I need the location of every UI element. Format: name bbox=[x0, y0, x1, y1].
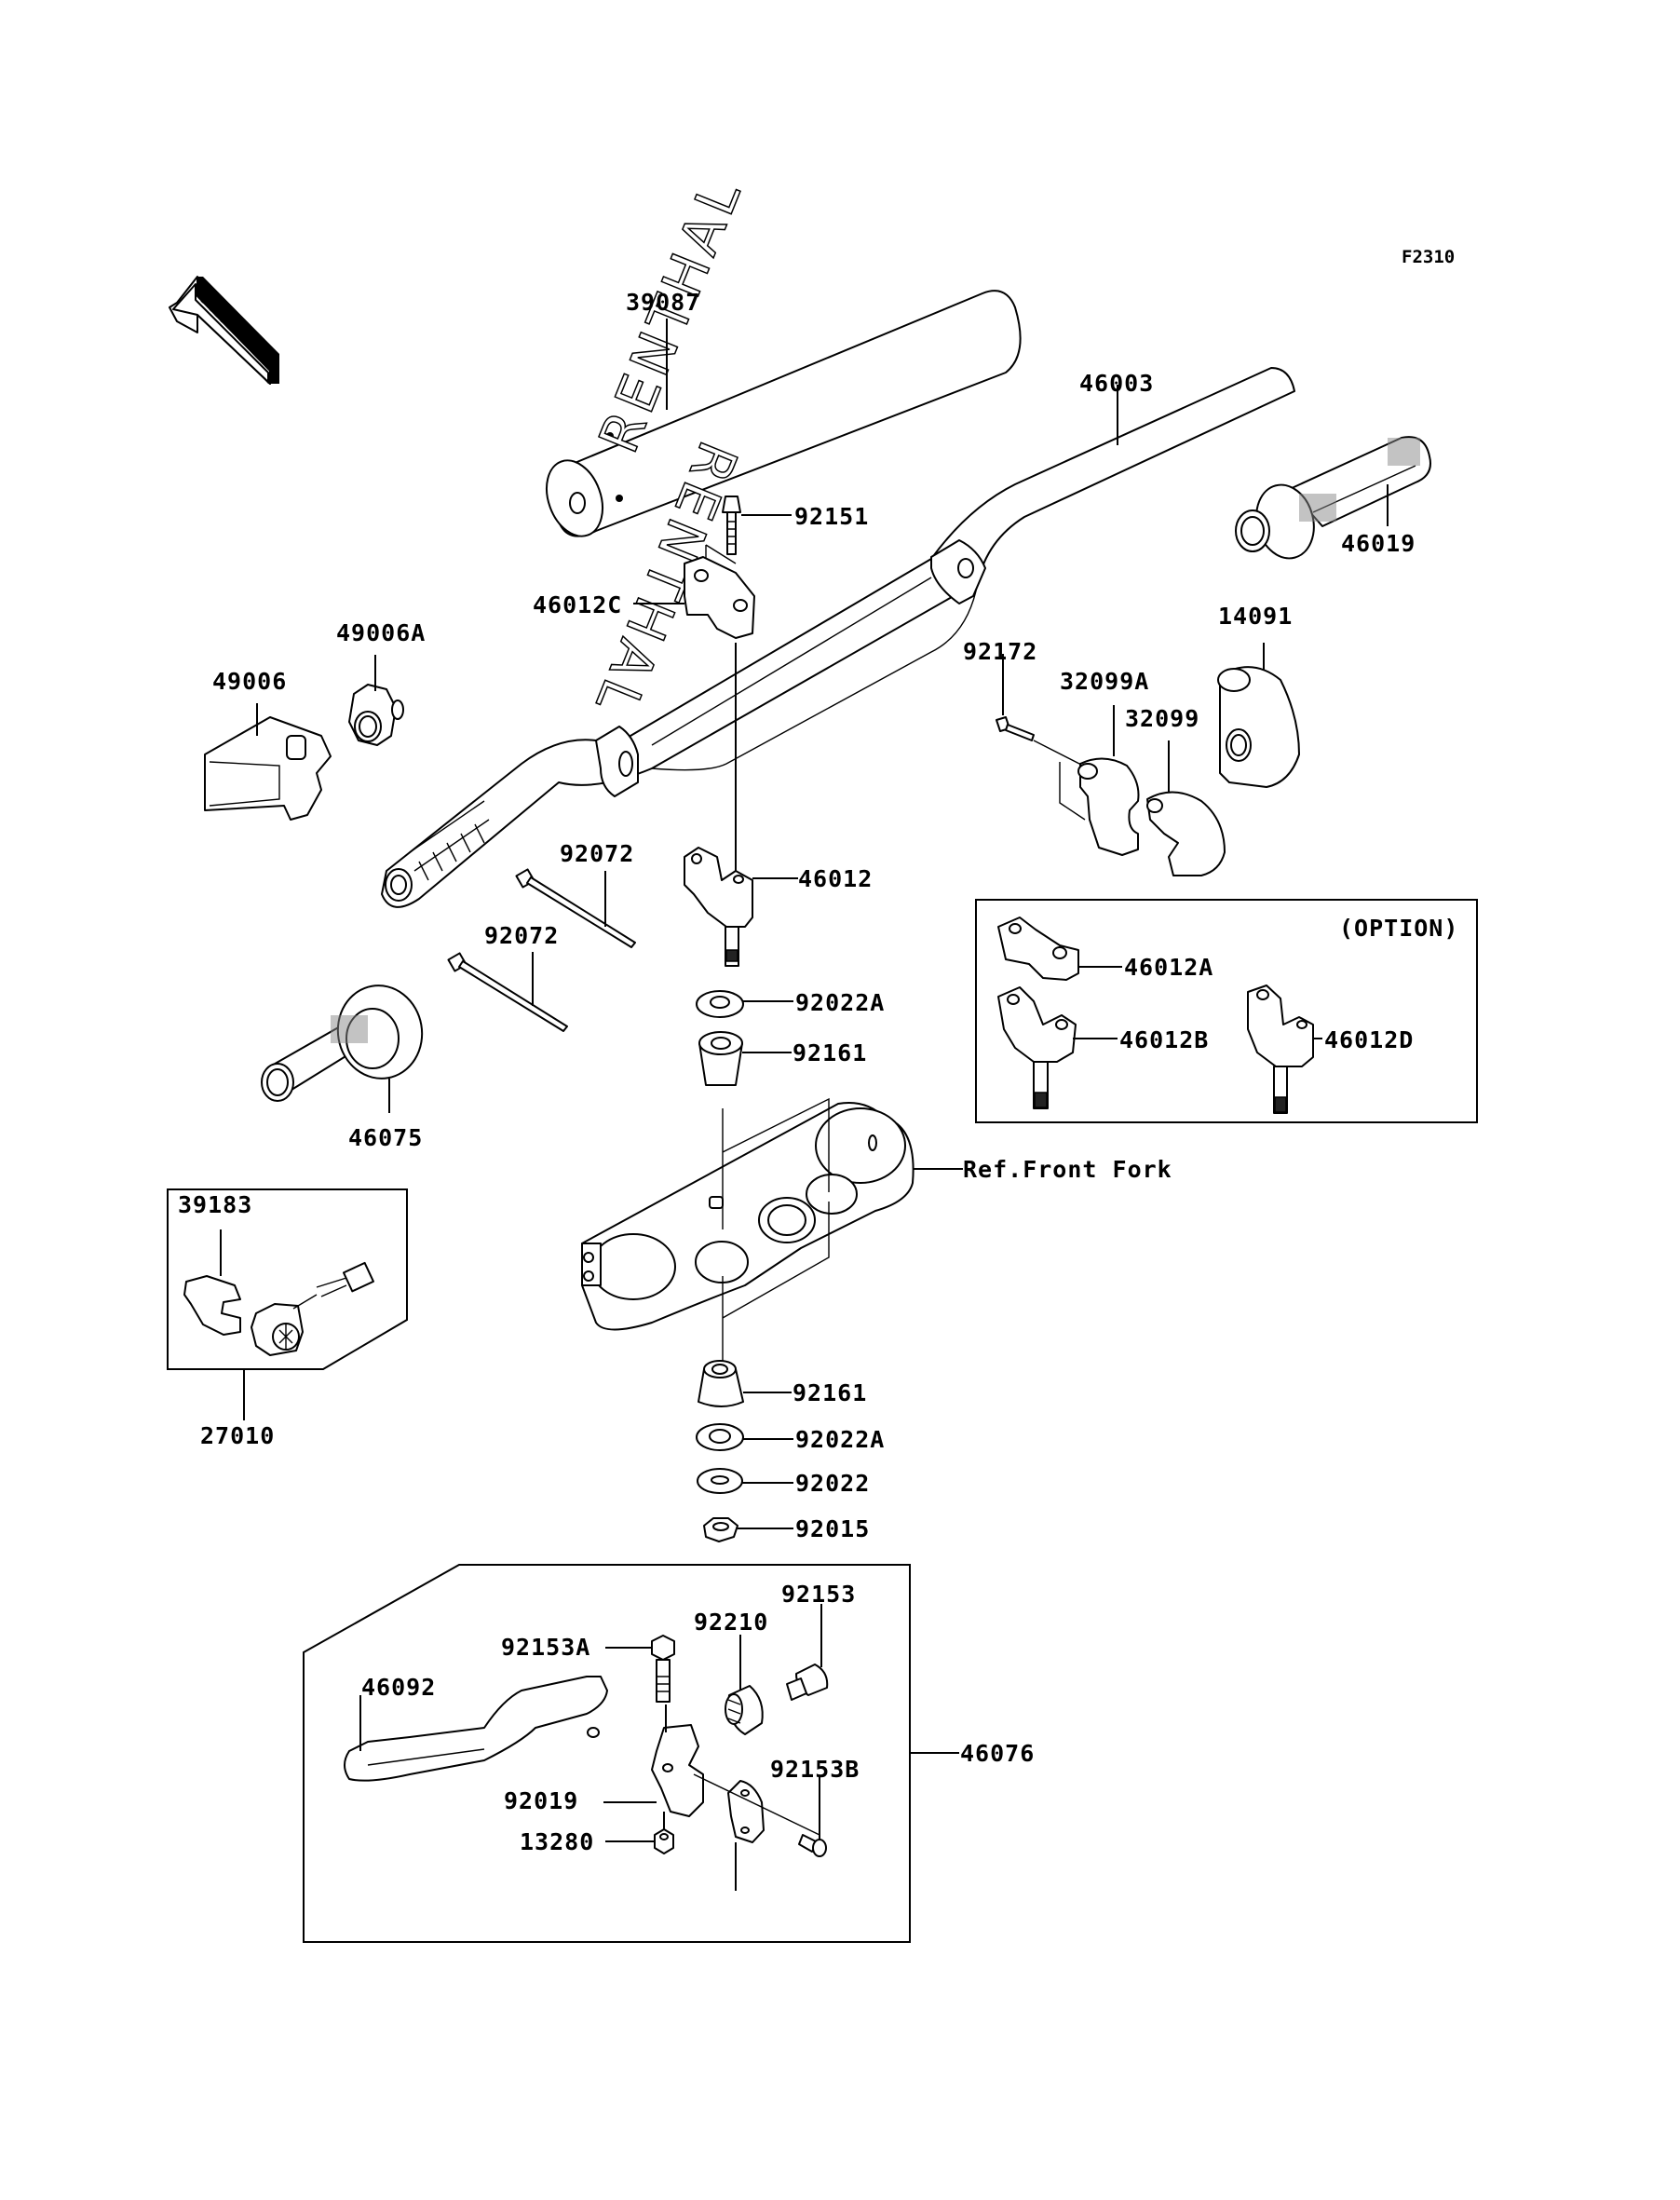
label-92022a-top: 92022A bbox=[795, 989, 885, 1016]
clutch-lever-46092 bbox=[344, 1676, 608, 1782]
washer-92022a-top bbox=[696, 990, 744, 1018]
label-46012d: 46012D bbox=[1324, 1026, 1414, 1053]
bolt-92153 bbox=[786, 1664, 829, 1701]
label-46075: 46075 bbox=[348, 1124, 423, 1151]
label-39183: 39183 bbox=[178, 1191, 252, 1218]
label-46012a: 46012A bbox=[1124, 954, 1213, 981]
bolt-92151 bbox=[722, 496, 741, 555]
label-92151: 92151 bbox=[794, 503, 869, 530]
clamp-46012c bbox=[684, 544, 755, 639]
holder-46012d bbox=[1247, 985, 1314, 1114]
holder-46012 bbox=[684, 847, 753, 967]
label-49006: 49006 bbox=[212, 668, 287, 695]
switch-clamp-39183 bbox=[183, 1275, 241, 1336]
label-46003: 46003 bbox=[1079, 370, 1154, 397]
label-46076: 46076 bbox=[960, 1740, 1035, 1767]
label-92161-top: 92161 bbox=[793, 1039, 867, 1066]
label-14091: 14091 bbox=[1218, 603, 1293, 630]
triple-clamp bbox=[581, 1102, 915, 1331]
label-92015: 92015 bbox=[795, 1515, 870, 1542]
label-32099a: 32099A bbox=[1060, 668, 1149, 695]
option-label: (OPTION) bbox=[1339, 915, 1458, 942]
right-grip bbox=[1235, 436, 1431, 560]
pivot-bolt-92153a bbox=[651, 1635, 675, 1703]
adjuster-49006a bbox=[348, 684, 404, 746]
adjuster-92210 bbox=[725, 1685, 764, 1735]
label-46012: 46012 bbox=[798, 865, 873, 892]
label-27010: 27010 bbox=[200, 1422, 275, 1449]
label-46012c: 46012C bbox=[533, 591, 622, 618]
handlebar-pad: RENTHAL RENTHAL bbox=[546, 166, 1022, 728]
label-13280a: 92019 bbox=[504, 1787, 578, 1814]
label-46012b: 46012B bbox=[1119, 1026, 1209, 1053]
washer-92022a-bottom bbox=[696, 1423, 744, 1451]
label-92161-bottom: 92161 bbox=[793, 1379, 867, 1406]
nut-92015 bbox=[703, 1517, 738, 1542]
label-46092: 46092 bbox=[361, 1674, 436, 1701]
label-92022a-bottom: 92022A bbox=[795, 1426, 885, 1453]
front-arrow-icon: FRONT bbox=[169, 276, 279, 385]
nut-92019 bbox=[654, 1828, 674, 1854]
label-92019: 13280 bbox=[520, 1828, 594, 1855]
label-92072-2: 92072 bbox=[484, 922, 559, 949]
switch-box bbox=[167, 1188, 408, 1370]
label-32099: 32099 bbox=[1125, 705, 1199, 732]
lever-holder-49006 bbox=[204, 716, 332, 821]
holder-46012b bbox=[997, 986, 1077, 1109]
diagram-code: F2310 bbox=[1402, 247, 1455, 267]
option-box bbox=[975, 899, 1478, 1123]
label-92210: 92210 bbox=[694, 1609, 768, 1636]
cable-tie-2 bbox=[447, 952, 568, 1032]
bolt-92153b bbox=[798, 1834, 827, 1857]
throttle-housing-a bbox=[1077, 757, 1140, 856]
label-92153b: 92153B bbox=[770, 1756, 860, 1783]
cable-tie-1 bbox=[515, 868, 636, 948]
lever-holder-13280a bbox=[651, 1724, 704, 1817]
kill-switch-27010 bbox=[251, 1261, 374, 1356]
label-46019: 46019 bbox=[1341, 530, 1416, 557]
throttle-cover bbox=[1217, 666, 1300, 788]
damper-92161-top bbox=[698, 1031, 743, 1086]
label-92172: 92172 bbox=[963, 638, 1037, 665]
handlebar bbox=[381, 367, 1295, 908]
lever-holder-13280 bbox=[727, 1780, 765, 1843]
label-92022: 92022 bbox=[795, 1470, 870, 1497]
washer-92022 bbox=[697, 1468, 743, 1494]
screw-92172 bbox=[996, 716, 1035, 741]
left-grip bbox=[261, 985, 424, 1102]
label-92072-1: 92072 bbox=[560, 840, 634, 867]
label-92153a: 92153A bbox=[501, 1634, 590, 1661]
ref-front-fork-label: Ref.Front Fork bbox=[963, 1156, 1172, 1183]
label-49006a: 49006A bbox=[336, 619, 426, 646]
damper-92161-bottom bbox=[698, 1360, 744, 1407]
label-92153: 92153 bbox=[781, 1581, 856, 1608]
clamp-46012a bbox=[997, 917, 1079, 981]
label-39087: 39087 bbox=[626, 289, 700, 316]
throttle-housing bbox=[1146, 791, 1226, 876]
